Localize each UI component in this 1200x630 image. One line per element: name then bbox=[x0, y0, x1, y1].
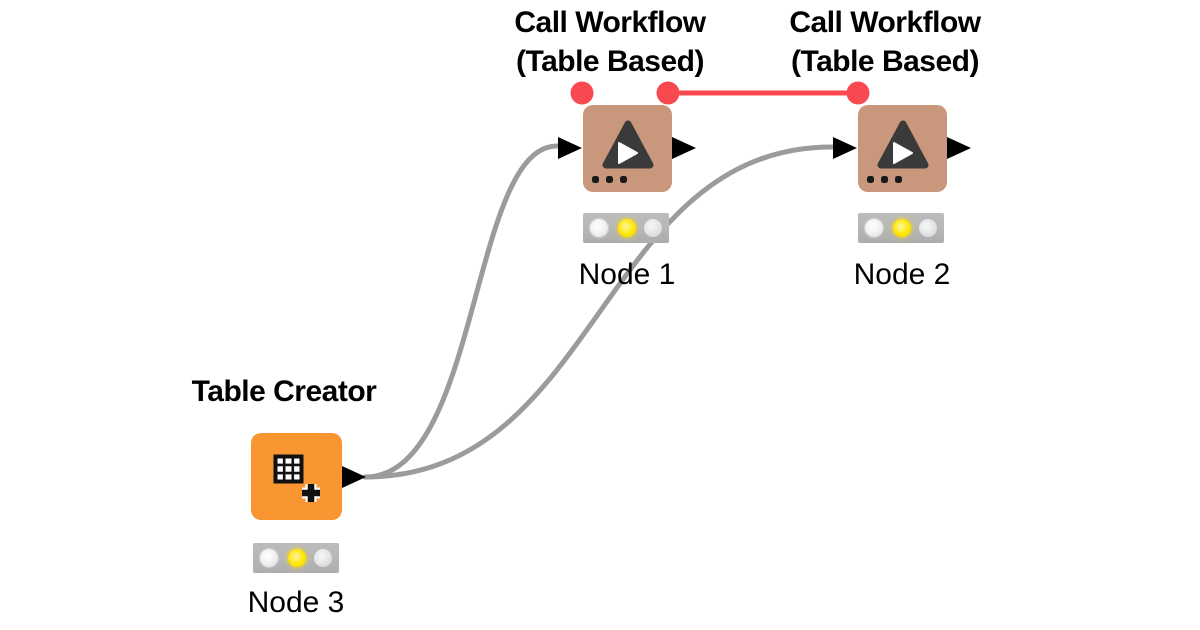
wire-node3-to-node1[interactable] bbox=[362, 143, 560, 480]
node-body-node3[interactable] bbox=[251, 433, 342, 520]
output-port-node1[interactable] bbox=[672, 137, 696, 159]
node-name-line: (Table Based) bbox=[516, 45, 705, 78]
output-port-node2[interactable] bbox=[947, 137, 971, 159]
node-name-line: (Table Based) bbox=[791, 45, 980, 78]
status-light-green-off bbox=[314, 549, 332, 567]
flow-variable-port-node1-out[interactable] bbox=[656, 81, 680, 105]
status-light-red-off bbox=[260, 549, 278, 567]
wire-node3-to-node2[interactable] bbox=[362, 144, 835, 480]
node-label-node1[interactable]: Node 1 bbox=[578, 258, 676, 291]
node-status-traffic-light-node3 bbox=[253, 543, 339, 573]
node-name-line: Table Creator bbox=[191, 375, 377, 408]
status-light-red-off bbox=[590, 219, 608, 237]
node-name-line: Call Workflow bbox=[789, 6, 981, 39]
call-workflow-icon bbox=[867, 120, 929, 183]
node-name-node2: Call Workflow (Table Based) bbox=[725, 3, 1045, 81]
status-light-green-off bbox=[644, 219, 662, 237]
output-port-node3[interactable] bbox=[342, 466, 366, 488]
node-body-node2[interactable] bbox=[858, 105, 947, 192]
input-port-node2[interactable] bbox=[833, 137, 857, 159]
node-status-traffic-light-node2 bbox=[858, 213, 944, 243]
node-name-node3: Table Creator bbox=[124, 372, 444, 411]
status-light-green-off bbox=[919, 219, 937, 237]
flow-variable-port-node2-in[interactable] bbox=[846, 81, 870, 105]
node-body-node1[interactable] bbox=[583, 105, 672, 192]
status-light-red-off bbox=[865, 219, 883, 237]
status-light-yellow-on bbox=[618, 219, 636, 237]
node-label-node2[interactable]: Node 2 bbox=[853, 258, 951, 291]
node-label-node3[interactable]: Node 3 bbox=[247, 586, 345, 619]
status-light-yellow-on bbox=[893, 219, 911, 237]
node-name-node1: Call Workflow (Table Based) bbox=[450, 3, 770, 81]
input-port-node1[interactable] bbox=[558, 137, 582, 159]
node-status-traffic-light-node1 bbox=[583, 213, 669, 243]
flow-variable-port-node1-in[interactable] bbox=[570, 81, 594, 105]
node-name-line: Call Workflow bbox=[514, 6, 706, 39]
status-light-yellow-on bbox=[288, 549, 306, 567]
table-creator-icon bbox=[273, 454, 320, 502]
call-workflow-icon bbox=[592, 120, 654, 183]
